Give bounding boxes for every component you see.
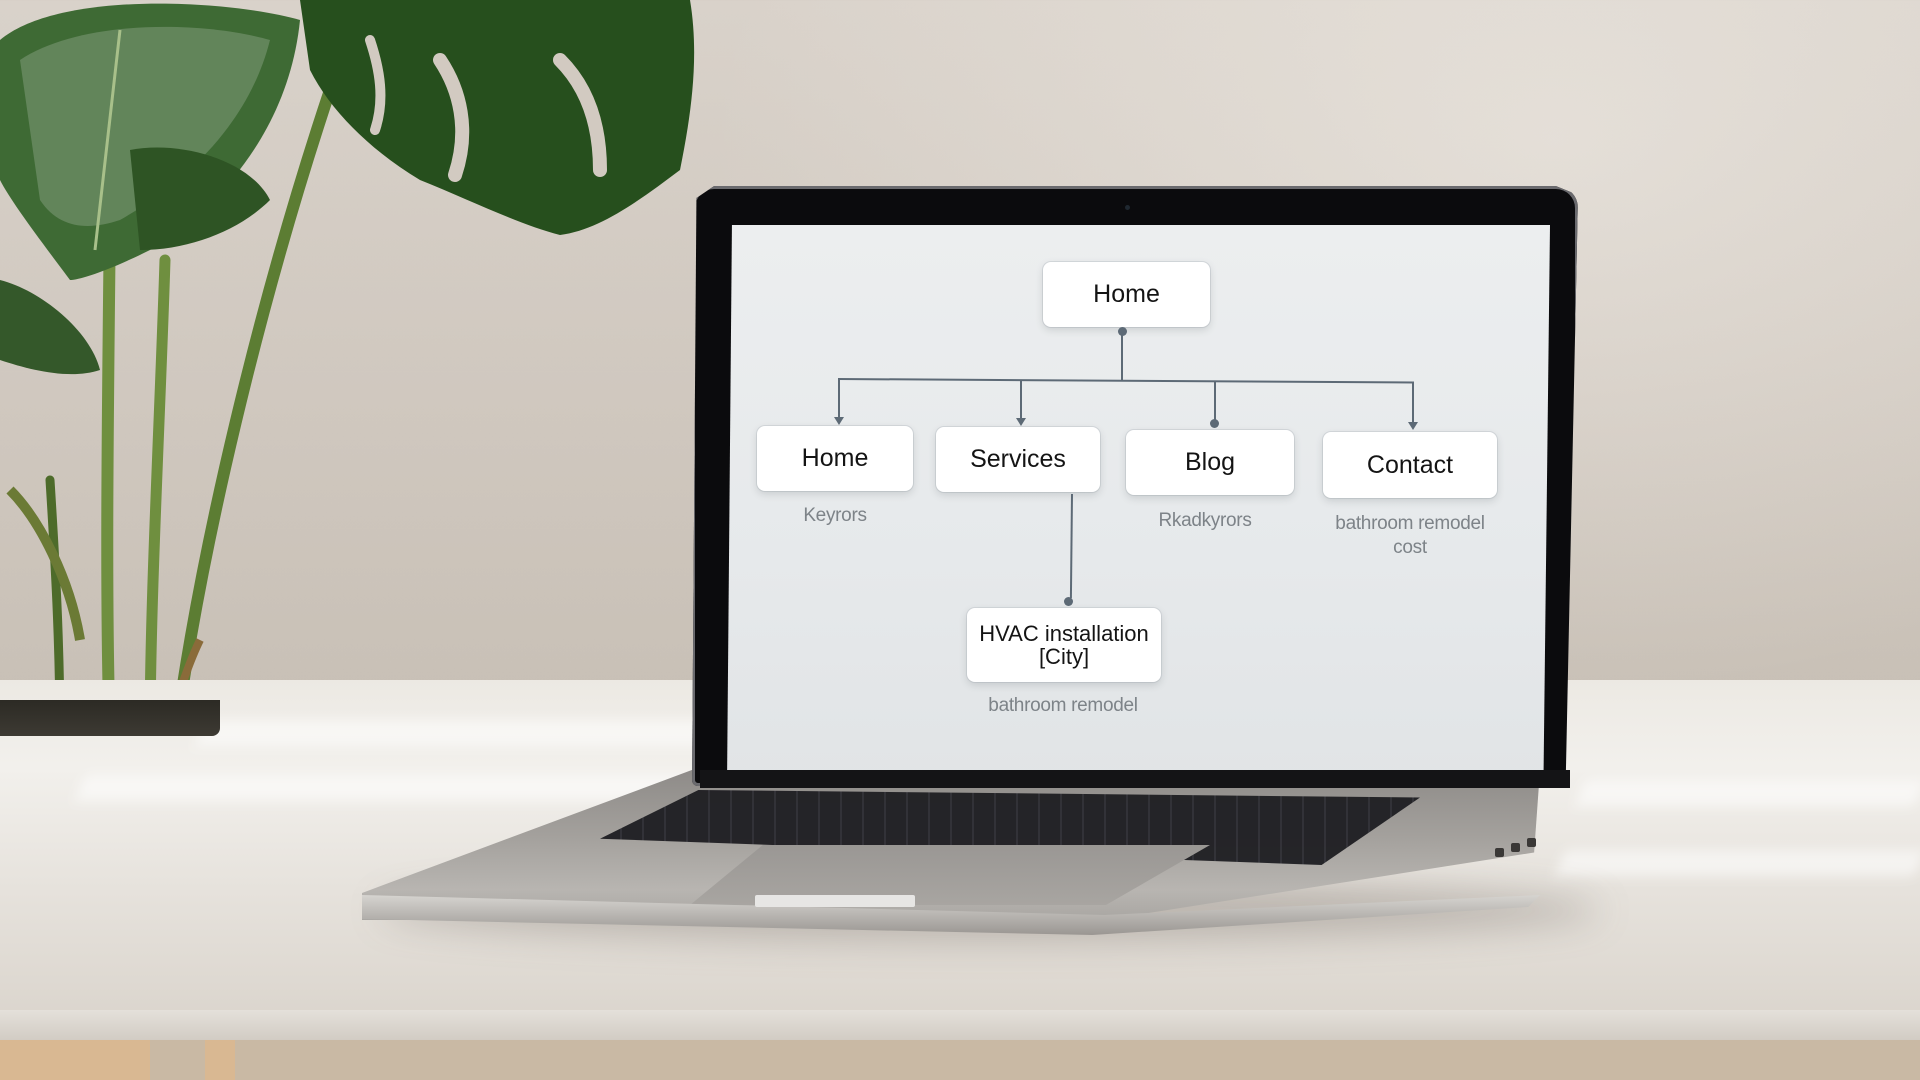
desk-leg xyxy=(205,1040,235,1080)
arrow-down-icon xyxy=(1016,418,1026,426)
arrow-down-icon xyxy=(1408,422,1418,430)
node-services[interactable]: Services xyxy=(936,427,1100,492)
node-label: [City] xyxy=(1038,644,1090,669)
desk-edge xyxy=(0,1010,1920,1040)
leaf xyxy=(130,147,270,250)
connector-line xyxy=(1412,382,1414,424)
node-contact[interactable]: Contact xyxy=(1323,432,1497,498)
node-label: Home xyxy=(1093,280,1160,309)
node-keyword-label: bathroom remodel xyxy=(988,695,1138,716)
desk-underside xyxy=(0,1040,1920,1080)
node-label: Blog xyxy=(1184,448,1236,477)
arrow-down-icon xyxy=(834,417,844,425)
port-icon xyxy=(1495,848,1504,857)
keyword-line: bathroom remodel xyxy=(1335,513,1485,534)
port-icon xyxy=(1527,838,1536,847)
sunlight-strip xyxy=(1555,850,1920,876)
connector-line xyxy=(1020,380,1022,420)
node-blog[interactable]: Blog xyxy=(1126,430,1294,495)
node-keyword-label: bathroom remodel cost xyxy=(1315,512,1505,560)
laptop-ports xyxy=(1495,838,1545,860)
leaf xyxy=(0,280,100,375)
connector-dot xyxy=(1064,597,1073,606)
node-keyword-label: Rkadkyrors xyxy=(1158,510,1252,531)
node-keyword-label: Keyrors xyxy=(803,505,867,526)
node-root-home[interactable]: Home xyxy=(1043,262,1210,327)
node-label: HVAC installation xyxy=(979,620,1149,646)
keyword-line: cost xyxy=(1393,536,1427,558)
node-label: Home xyxy=(801,444,869,473)
leaf xyxy=(300,0,695,235)
sunlight-strip xyxy=(1575,780,1920,806)
connector-line xyxy=(838,379,840,419)
monstera-plant xyxy=(0,0,695,740)
node-label: Services xyxy=(970,445,1066,474)
connector-line xyxy=(1121,330,1123,380)
port-icon xyxy=(1511,843,1520,852)
node-hvac-installation[interactable]: HVAC installation [City] xyxy=(967,608,1161,682)
plant-pot xyxy=(0,700,220,736)
desk-leg xyxy=(0,1040,150,1080)
connector-dot xyxy=(1210,419,1219,428)
node-home[interactable]: Home xyxy=(757,426,913,491)
node-label: Contact xyxy=(1366,450,1454,479)
screen-bezel xyxy=(700,770,1570,788)
connector-line xyxy=(1214,381,1216,423)
camera-icon xyxy=(1125,205,1130,210)
lid-notch xyxy=(755,895,915,907)
